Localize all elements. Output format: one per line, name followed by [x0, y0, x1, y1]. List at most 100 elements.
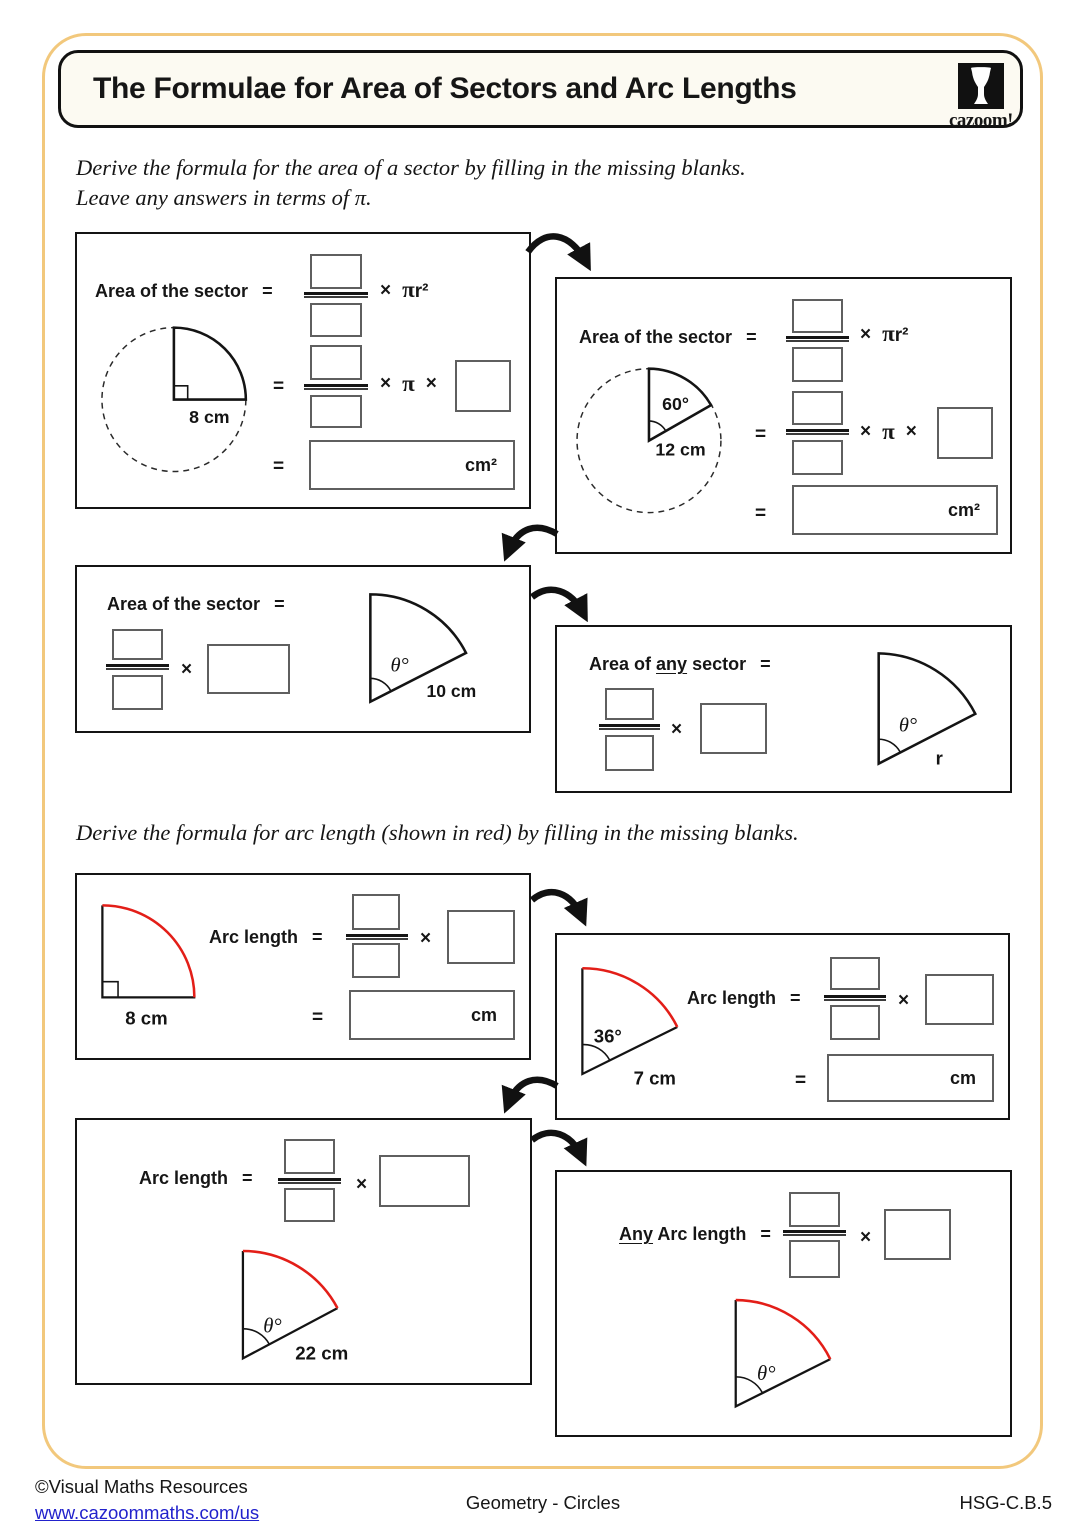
formula-label-text: Arc length	[687, 988, 777, 1008]
answer-box[interactable]: cm²	[792, 485, 998, 535]
formula-label: Arc length =	[209, 927, 323, 948]
answer-box[interactable]: cm	[827, 1054, 994, 1102]
diagram-quarter-sector-8cm: 8 cm	[101, 326, 248, 473]
blank-denominator[interactable]	[789, 1240, 840, 1278]
blank-numerator[interactable]	[310, 345, 362, 380]
website-link[interactable]: www.cazoommaths.com/us	[35, 1502, 260, 1523]
formula-label: Area of the sector =	[95, 281, 273, 302]
radius-label: 8 cm	[125, 1008, 167, 1029]
times-pi-times: × π ×	[860, 420, 917, 443]
answer-box[interactable]: cm²	[309, 440, 515, 490]
unit-label: cm	[949, 1067, 976, 1088]
right-angle-marker	[102, 980, 119, 998]
footer-topic: Geometry - Circles	[465, 1492, 621, 1513]
blank-numerator[interactable]	[605, 688, 654, 720]
blank-denominator[interactable]	[792, 440, 843, 475]
page-border	[42, 33, 1043, 1469]
panel-arc-quarter: 8 cm Arc length = × = cm	[75, 873, 531, 1060]
radius-label: 22 cm	[295, 1342, 348, 1363]
unit-label: cm	[470, 1004, 497, 1025]
times-sign: ×	[860, 1227, 872, 1248]
formula-label-underlined: any	[656, 654, 688, 674]
cazoom-logo: cazoom!	[933, 63, 1029, 132]
logo-wordmark: cazoom!	[948, 110, 1014, 131]
blank-numerator[interactable]	[352, 894, 400, 930]
blank-factor[interactable]	[207, 644, 290, 694]
diagram-arc-quarter-8cm: 8 cm	[101, 904, 196, 1029]
formula-label-text: Arc length	[657, 1224, 747, 1244]
radius-label: 12 cm	[655, 439, 705, 459]
blank-numerator[interactable]	[112, 629, 163, 660]
blank-factor[interactable]	[925, 974, 994, 1025]
blank-numerator[interactable]	[310, 254, 362, 289]
formula-label-text: Area of the sector	[107, 594, 261, 614]
equals-sign: =	[790, 988, 801, 1008]
blank-denominator[interactable]	[112, 675, 163, 710]
blank-numerator[interactable]	[792, 299, 843, 333]
pi-symbol: π	[882, 419, 895, 444]
red-arc	[102, 904, 196, 998]
answer-box[interactable]: cm	[349, 990, 515, 1040]
blank-denominator[interactable]	[830, 1005, 880, 1040]
blank-denominator[interactable]	[310, 395, 362, 428]
r-squared: r²	[894, 325, 909, 346]
blank-factor[interactable]	[700, 703, 767, 754]
formula-label: Area of the sector =	[579, 327, 757, 348]
sector-edges	[241, 1251, 339, 1361]
blank-denominator[interactable]	[792, 347, 843, 382]
pi-symbol: π	[882, 321, 895, 346]
angle-label: θ°	[757, 1363, 775, 1385]
formula-label-text: Arc length	[209, 927, 299, 947]
instruction-line-2: Leave any answers in terms of π.	[76, 185, 372, 210]
equals-sign: =	[760, 1224, 771, 1244]
blank-denominator[interactable]	[284, 1188, 335, 1222]
formula-label-underlined: Any	[619, 1224, 654, 1244]
times-sign: ×	[420, 928, 432, 949]
angle-label: θ°	[391, 654, 409, 676]
red-arc	[735, 1298, 832, 1360]
times-sign: ×	[860, 323, 872, 345]
blank-numerator[interactable]	[830, 957, 880, 990]
equals-sign: =	[262, 281, 273, 301]
blank-factor[interactable]	[379, 1155, 470, 1207]
angle-arc-marker	[370, 677, 392, 692]
fraction-bar	[786, 429, 849, 435]
diagram-60-sector-12cm: 60° 12 cm	[576, 367, 722, 514]
blank-numerator[interactable]	[789, 1192, 840, 1227]
sector-shape	[647, 367, 713, 443]
formula-label-text: Arc length	[139, 1168, 229, 1188]
fraction-bar	[304, 292, 368, 298]
blank-denominator[interactable]	[605, 735, 654, 771]
blank-factor[interactable]	[447, 910, 515, 964]
diagram-any-arc: θ°	[734, 1298, 832, 1409]
times-pi-times: × π ×	[380, 372, 437, 395]
sector-edges	[581, 968, 678, 1076]
diagram-any-sector: θ° r	[877, 652, 978, 769]
djembe-icon	[958, 63, 1004, 109]
blank-factor[interactable]	[884, 1209, 951, 1260]
blank-numerator[interactable]	[284, 1139, 335, 1174]
blank-denominator[interactable]	[352, 943, 400, 978]
angle-label: θ°	[263, 1316, 281, 1338]
blank-denominator[interactable]	[310, 303, 362, 337]
equals-sign: =	[760, 654, 771, 674]
diagram-theta-sector-10cm: θ° 10 cm	[369, 593, 476, 704]
formula-label: Any Arc length =	[619, 1224, 771, 1245]
angle-arc-marker	[582, 1043, 611, 1061]
blank-numerator[interactable]	[792, 391, 843, 425]
blank-factor[interactable]	[937, 407, 993, 459]
radius-label: 7 cm	[634, 1068, 676, 1089]
equals-sign: =	[274, 594, 285, 614]
equals-sign: =	[273, 376, 285, 397]
panel-area-any-sector: θ° r Area of any sector = ×	[555, 625, 1012, 793]
title-box: The Formulae for Area of Sectors and Arc…	[58, 50, 1023, 131]
times-sign: ×	[380, 372, 392, 394]
fraction-bar	[783, 1230, 846, 1236]
blank-factor[interactable]	[455, 360, 511, 412]
sector-shape	[172, 326, 248, 401]
